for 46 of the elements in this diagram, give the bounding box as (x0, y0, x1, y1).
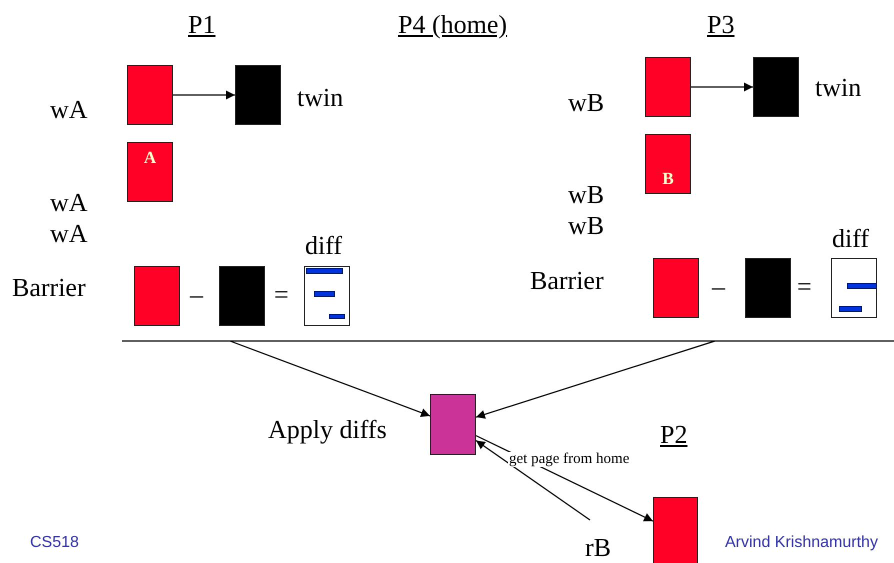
text-label: wA (50, 190, 88, 216)
twin-block (753, 57, 799, 117)
text-label: = (274, 282, 289, 308)
processor-heading: P3 (707, 12, 734, 38)
page-letter: B (662, 170, 674, 187)
twin-block (745, 258, 791, 318)
diff-page (304, 266, 350, 326)
caption-text: Apply diffs (268, 417, 387, 443)
page-block (134, 266, 180, 326)
text-label: wB (568, 213, 604, 239)
arrow (691, 82, 753, 92)
text-label: Barrier (530, 268, 604, 294)
page-block (653, 258, 699, 318)
arrow (173, 90, 235, 100)
home-page-block (430, 394, 476, 455)
text-label: wA (50, 97, 88, 123)
arrow (230, 340, 430, 417)
footer-text: Arvind Krishnamurthy (725, 535, 878, 551)
text-label: – (190, 282, 203, 308)
caption-text: diff (305, 233, 342, 259)
text-label: = (797, 274, 812, 300)
page-block (653, 497, 698, 563)
page-block (127, 65, 173, 125)
text-label: Barrier (12, 275, 86, 301)
text-label: wB (568, 182, 604, 208)
diff-page (831, 258, 877, 318)
page-letter: A (144, 149, 156, 166)
processor-heading: P1 (188, 12, 216, 38)
page-block (127, 142, 173, 202)
caption-text: twin (297, 85, 344, 111)
text-label: rB (585, 535, 611, 561)
page-block (645, 57, 691, 117)
footer-text: CS518 (30, 535, 79, 551)
processor-heading: P2 (660, 422, 688, 448)
twin-block (235, 65, 281, 125)
arrow (476, 340, 716, 419)
processor-heading: P4 (home) (398, 12, 508, 38)
edge-label: get page from home (508, 452, 630, 467)
text-label: wB (568, 90, 604, 116)
twin-block (219, 266, 265, 326)
caption-text: twin (815, 75, 862, 101)
caption-text: diff (832, 226, 870, 252)
text-label: – (712, 274, 725, 300)
page-block (645, 134, 691, 194)
text-label: wA (50, 221, 88, 247)
arrow (476, 440, 590, 520)
